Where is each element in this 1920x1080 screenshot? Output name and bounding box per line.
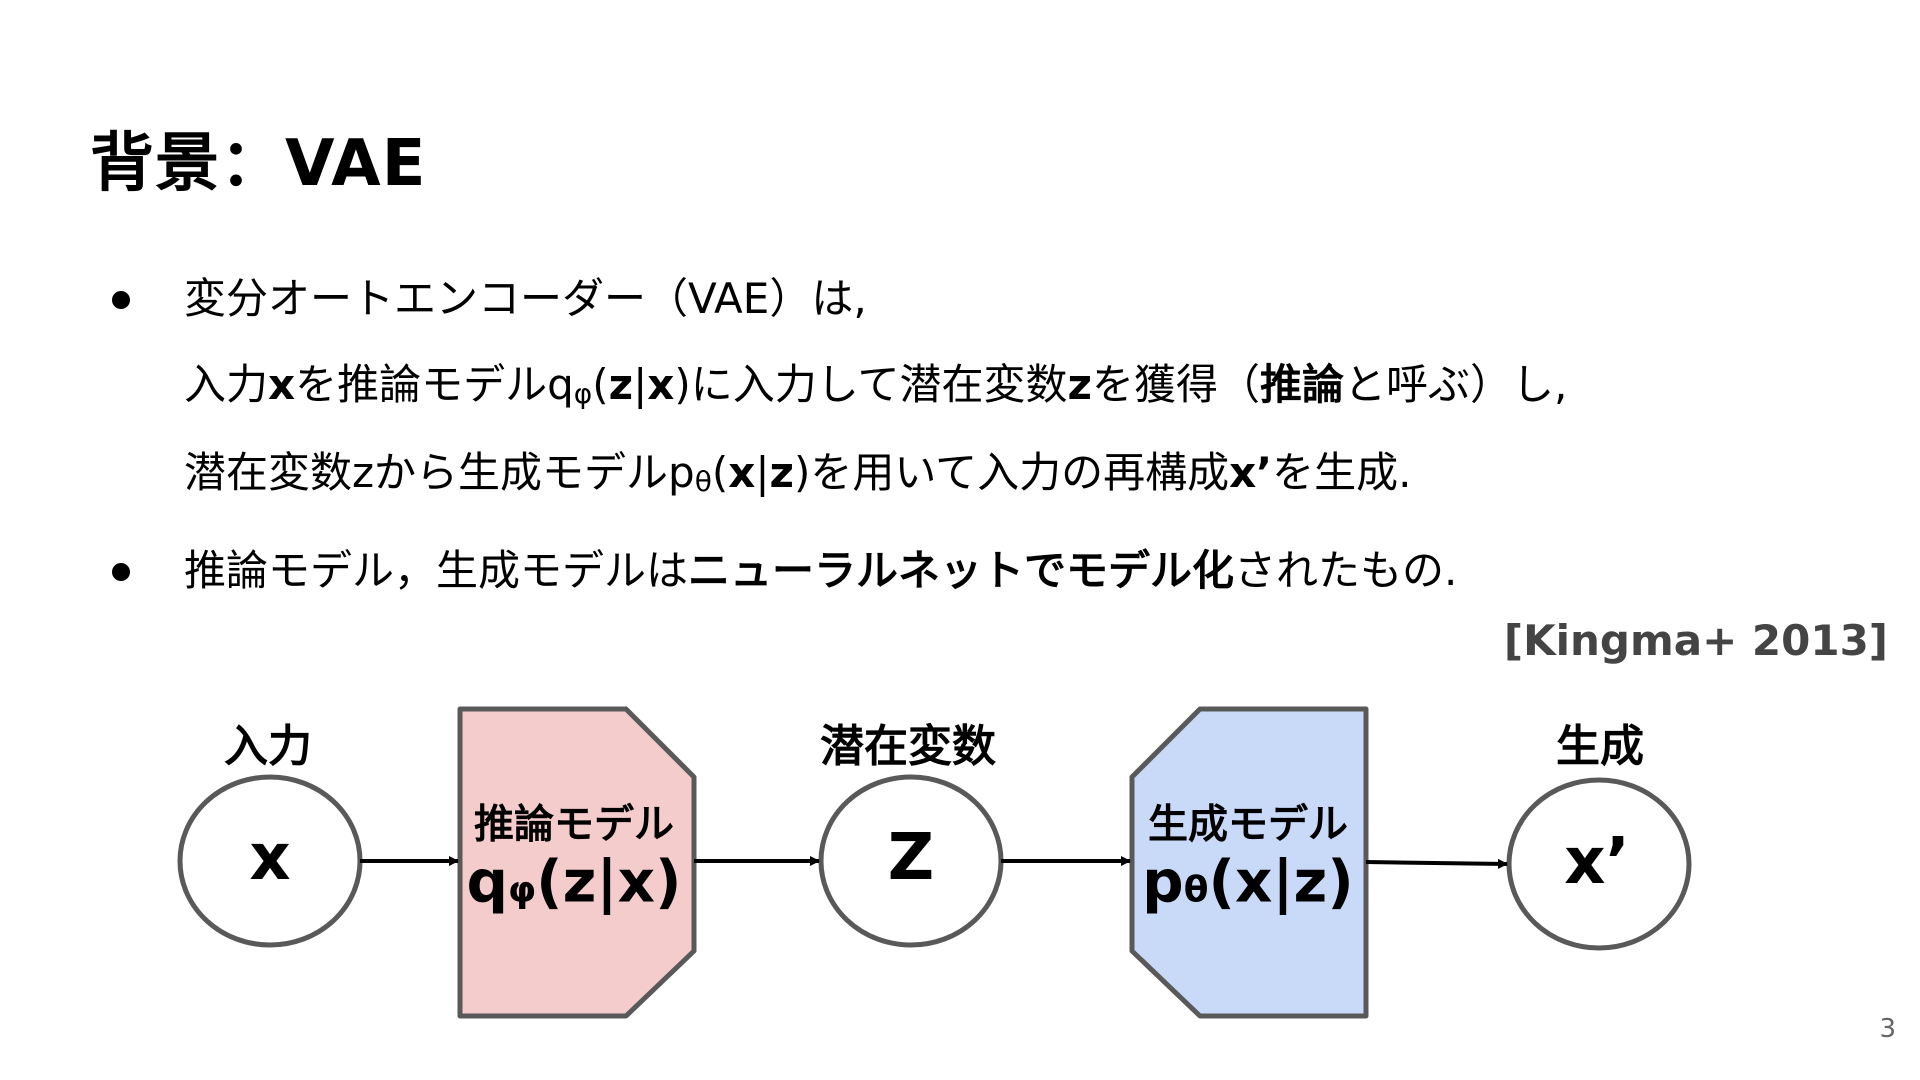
text-segment: | bbox=[633, 360, 648, 409]
text-segment: ( bbox=[711, 448, 729, 497]
bullet-dot bbox=[112, 563, 130, 581]
text-segment: 入力 bbox=[184, 360, 269, 409]
decoder-block bbox=[1129, 706, 1369, 1019]
encoder-block bbox=[457, 706, 697, 1019]
label-latent: 潜在変数 bbox=[820, 721, 996, 772]
arrow-decoder-to-output bbox=[1365, 858, 1508, 869]
page-number: 3 bbox=[1879, 1014, 1896, 1044]
var-x: x bbox=[647, 360, 675, 409]
subscript-phi: φ bbox=[573, 377, 593, 410]
formula-subscript-phi: φ bbox=[507, 869, 537, 911]
bold-term-neural-net: ニューラルネットでモデル化 bbox=[688, 546, 1235, 595]
var-z: z bbox=[769, 448, 794, 497]
text-segment: と呼ぶ）し, bbox=[1343, 360, 1568, 409]
text-segment: 推論モデル，生成モデルは bbox=[184, 546, 689, 595]
text-segment: )に入力して潜在変数 bbox=[674, 360, 1068, 409]
encoder-text: 推論モデル qφ(z|x) bbox=[466, 801, 681, 924]
text-segment: を生成. bbox=[1272, 448, 1412, 497]
text-segment: | bbox=[755, 448, 770, 497]
label-generated: 生成 bbox=[1556, 721, 1644, 772]
var-x-prime: x’ bbox=[1229, 448, 1273, 497]
bullet-1-line-1: 変分オートエンコーダー（VAE）は, bbox=[184, 274, 867, 324]
text-segment: を獲得（ bbox=[1091, 360, 1260, 409]
bullet-1-line-3: 潜在変数zから生成モデルpθ(x|z)を用いて入力の再構成x’を生成. bbox=[184, 448, 1412, 507]
text-segment: )を用いて入力の再構成 bbox=[793, 448, 1230, 497]
bullet-dot bbox=[112, 291, 130, 309]
text-segment: 潜在変数zから生成モデルp bbox=[184, 448, 695, 497]
formula-args: (x|z) bbox=[1208, 847, 1354, 916]
var-z: z bbox=[1067, 360, 1092, 409]
formula-subscript-theta: θ bbox=[1183, 869, 1209, 911]
node-output-label: x’ bbox=[1564, 825, 1630, 899]
formula-p: p bbox=[1142, 847, 1184, 916]
encoder-name: 推論モデル bbox=[473, 801, 674, 848]
bold-term-inference: 推論 bbox=[1259, 360, 1344, 409]
citation: [Kingma+ 2013] bbox=[1503, 616, 1888, 665]
decoder-name: 生成モデル bbox=[1147, 801, 1348, 848]
var-x: x bbox=[268, 360, 296, 409]
label-input: 入力 bbox=[224, 721, 312, 772]
text-segment: を推論モデルq bbox=[295, 360, 574, 409]
text-segment: ( bbox=[592, 360, 609, 409]
decoder-formula: pθ(x|z) bbox=[1142, 849, 1354, 924]
formula-q: q bbox=[466, 847, 508, 916]
node-output-circle bbox=[1506, 777, 1692, 951]
node-latent-label: Z bbox=[887, 821, 935, 895]
node-input-label: x bbox=[249, 821, 291, 895]
subscript-theta: θ bbox=[694, 465, 712, 498]
decoder-text: 生成モデル pθ(x|z) bbox=[1142, 801, 1354, 924]
formula-args: (z|x) bbox=[536, 847, 682, 916]
var-x: x bbox=[728, 448, 756, 497]
var-z: z bbox=[608, 360, 634, 409]
bullet-1-text-1: 変分オートエンコーダー（VAE）は, bbox=[184, 274, 867, 323]
text-segment: されたもの. bbox=[1234, 546, 1458, 595]
slide-title: 背景：VAE bbox=[90, 127, 427, 201]
bullet-1-line-2: 入力xを推論モデルqφ(z|x)に入力して潜在変数zを獲得（推論と呼ぶ）し, bbox=[184, 360, 1567, 419]
encoder-formula: qφ(z|x) bbox=[466, 849, 681, 924]
bullet-2-line-1: 推論モデル，生成モデルはニューラルネットでモデル化されたもの. bbox=[184, 546, 1457, 596]
